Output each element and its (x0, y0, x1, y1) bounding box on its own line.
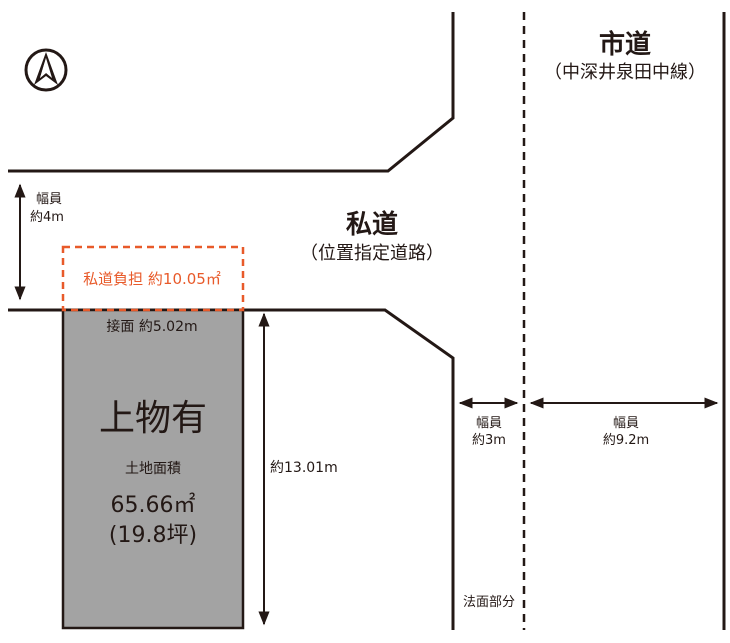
road-boundary-upper (8, 12, 455, 173)
lot-area-label: 土地面積 (125, 461, 181, 477)
lot-depth-value: 約13.01m (270, 460, 338, 476)
side-strip-note: 法面部分 (462, 595, 516, 610)
city-road-name: 市道 (598, 30, 652, 60)
private-road-name: 私道 (345, 210, 399, 240)
private-road-subname: （位置指定道路） (300, 243, 444, 264)
city-road-width-label: 幅員 (612, 416, 640, 431)
lot-area-tsubo: (19.8坪) (108, 523, 198, 548)
lot-status: 上物有 (98, 398, 208, 439)
lot-area-sqm: 65.66㎡ (110, 493, 196, 518)
side-strip-width-label: 幅員 (475, 416, 503, 431)
private-road-width-value: 約4m (30, 210, 64, 225)
city-road-subname: （中深井泉田中線） (544, 62, 706, 83)
road-burden-area (61, 245, 245, 312)
private-road-width-label: 幅員 (36, 192, 63, 207)
city-road-width-value: 約9.2m (602, 433, 650, 448)
road-burden-label: 私道負担 約10.05㎡ (83, 270, 221, 288)
side-strip-width-value: 約3m (472, 433, 506, 448)
lot-shape (61, 308, 245, 630)
lot-frontage: 接面 約5.02m (106, 319, 198, 335)
north-arrow-icon (24, 48, 68, 92)
